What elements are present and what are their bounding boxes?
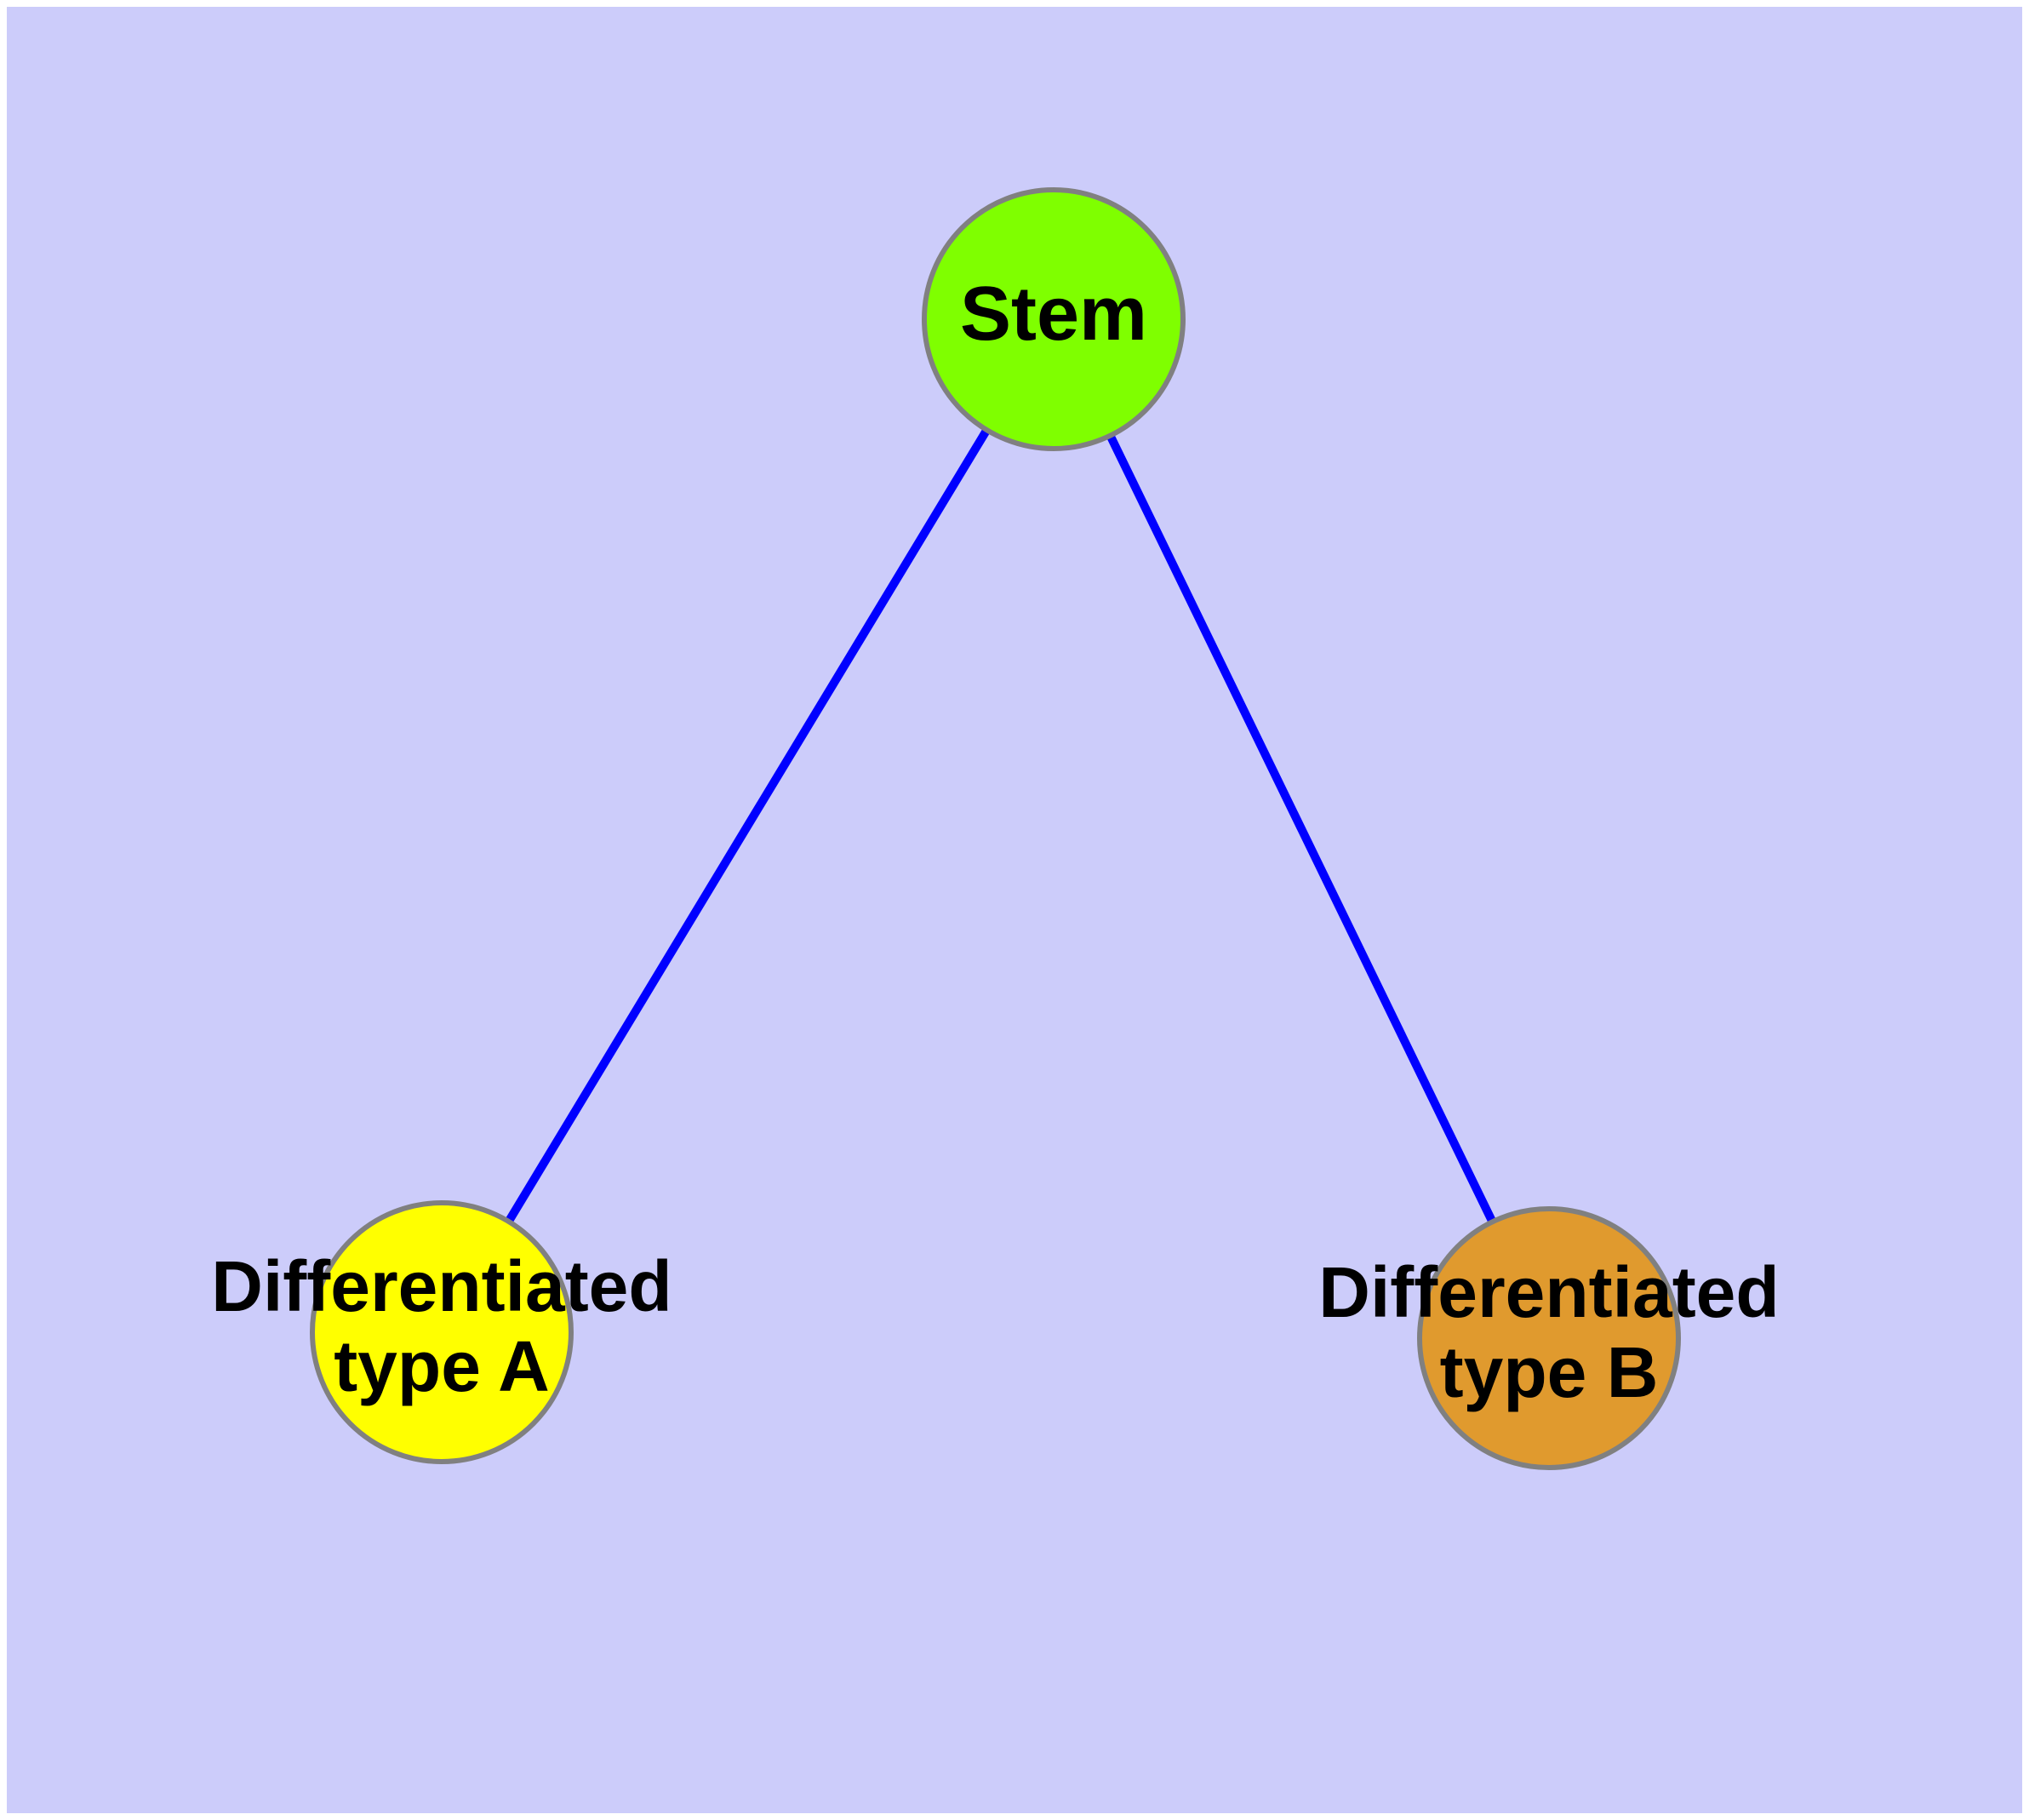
node-label-line: type A	[334, 1326, 550, 1406]
node-differentiated-type-a[interactable]	[310, 1200, 574, 1464]
nodes-layer	[310, 187, 1681, 1470]
node-stem[interactable]	[922, 187, 1186, 451]
node-label-line: Differentiated	[211, 1246, 672, 1326]
node-label-line: Differentiated	[1318, 1252, 1779, 1332]
node-label-line: Stem	[960, 272, 1147, 357]
node-label-line: type B	[1440, 1332, 1659, 1412]
node-differentiated-type-b[interactable]	[1417, 1206, 1681, 1470]
node-label-stem: Stem	[960, 272, 1147, 357]
edges-layer	[437, 317, 1553, 1341]
edge-stem-to-diff-b[interactable]	[1049, 317, 1553, 1341]
edge-stem-to-diff-a[interactable]	[437, 317, 1058, 1335]
